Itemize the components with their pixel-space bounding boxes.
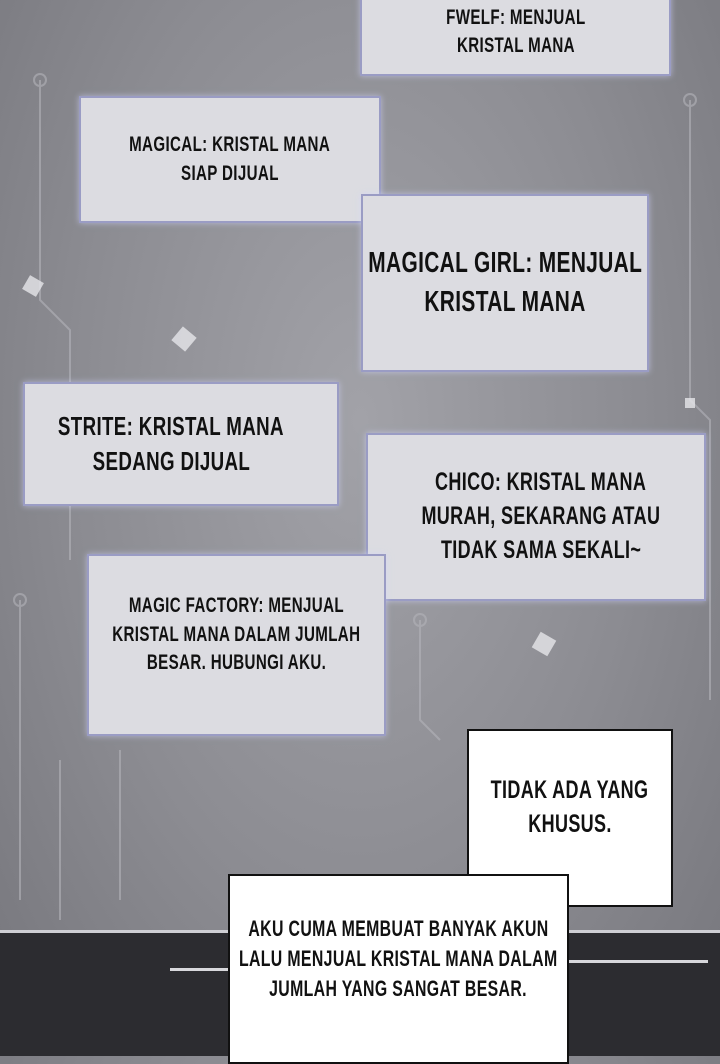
speech-text: LALU MENJUAL KRISTAL MANA DALAM	[239, 946, 558, 972]
post-text: MAGICAL: KRISTAL MANA	[129, 133, 331, 157]
speech-text: JUMLAH YANG SANGAT BESAR.	[269, 975, 528, 1001]
post-text: MAGIC FACTORY: MENJUAL	[128, 594, 345, 618]
speech-text: KHUSUS.	[528, 810, 612, 838]
post-text: KRISTAL MANA DALAM JUMLAH	[112, 622, 361, 646]
speech-box: AKU CUMA MEMBUAT BANYAK AKUN LALU MENJUA…	[228, 874, 569, 1064]
post-text: TIDAK SAMA SEKALI~	[440, 535, 642, 564]
post-text: FWELF: MENJUAL	[445, 5, 586, 29]
decorative-stripe	[170, 968, 230, 971]
post-text: SEDANG DIJUAL	[92, 446, 250, 476]
post-magical-girl: MAGICAL GIRL: MENJUAL KRISTAL MANA	[361, 194, 649, 372]
post-text: SIAP DIJUAL	[181, 161, 279, 185]
post-fwelf: FWELF: MENJUAL KRISTAL MANA	[360, 0, 671, 76]
post-text: KRISTAL MANA	[456, 34, 575, 57]
speech-text: AKU CUMA MEMBUAT BANYAK AKUN	[248, 916, 549, 942]
decorative-stripe	[568, 960, 708, 963]
post-magic-factory: MAGIC FACTORY: MENJUAL KRISTAL MANA DALA…	[87, 554, 386, 736]
post-text: MURAH, SEKARANG ATAU	[421, 502, 661, 531]
post-text: BESAR. HUBUNGI AKU.	[146, 651, 327, 675]
post-magical: MAGICAL: KRISTAL MANA SIAP DIJUAL	[79, 96, 381, 223]
post-text: STRITE: KRISTAL MANA	[58, 410, 284, 441]
post-strite: STRITE: KRISTAL MANA SEDANG DIJUAL	[23, 382, 339, 506]
speech-box: TIDAK ADA YANG KHUSUS.	[467, 729, 673, 907]
post-text: MAGICAL GIRL: MENJUAL	[368, 246, 642, 279]
post-text: CHICO: KRISTAL MANA	[435, 468, 647, 497]
post-text: KRISTAL MANA	[424, 286, 586, 318]
post-chico: CHICO: KRISTAL MANA MURAH, SEKARANG ATAU…	[366, 433, 706, 601]
speech-text: TIDAK ADA YANG	[491, 776, 649, 805]
